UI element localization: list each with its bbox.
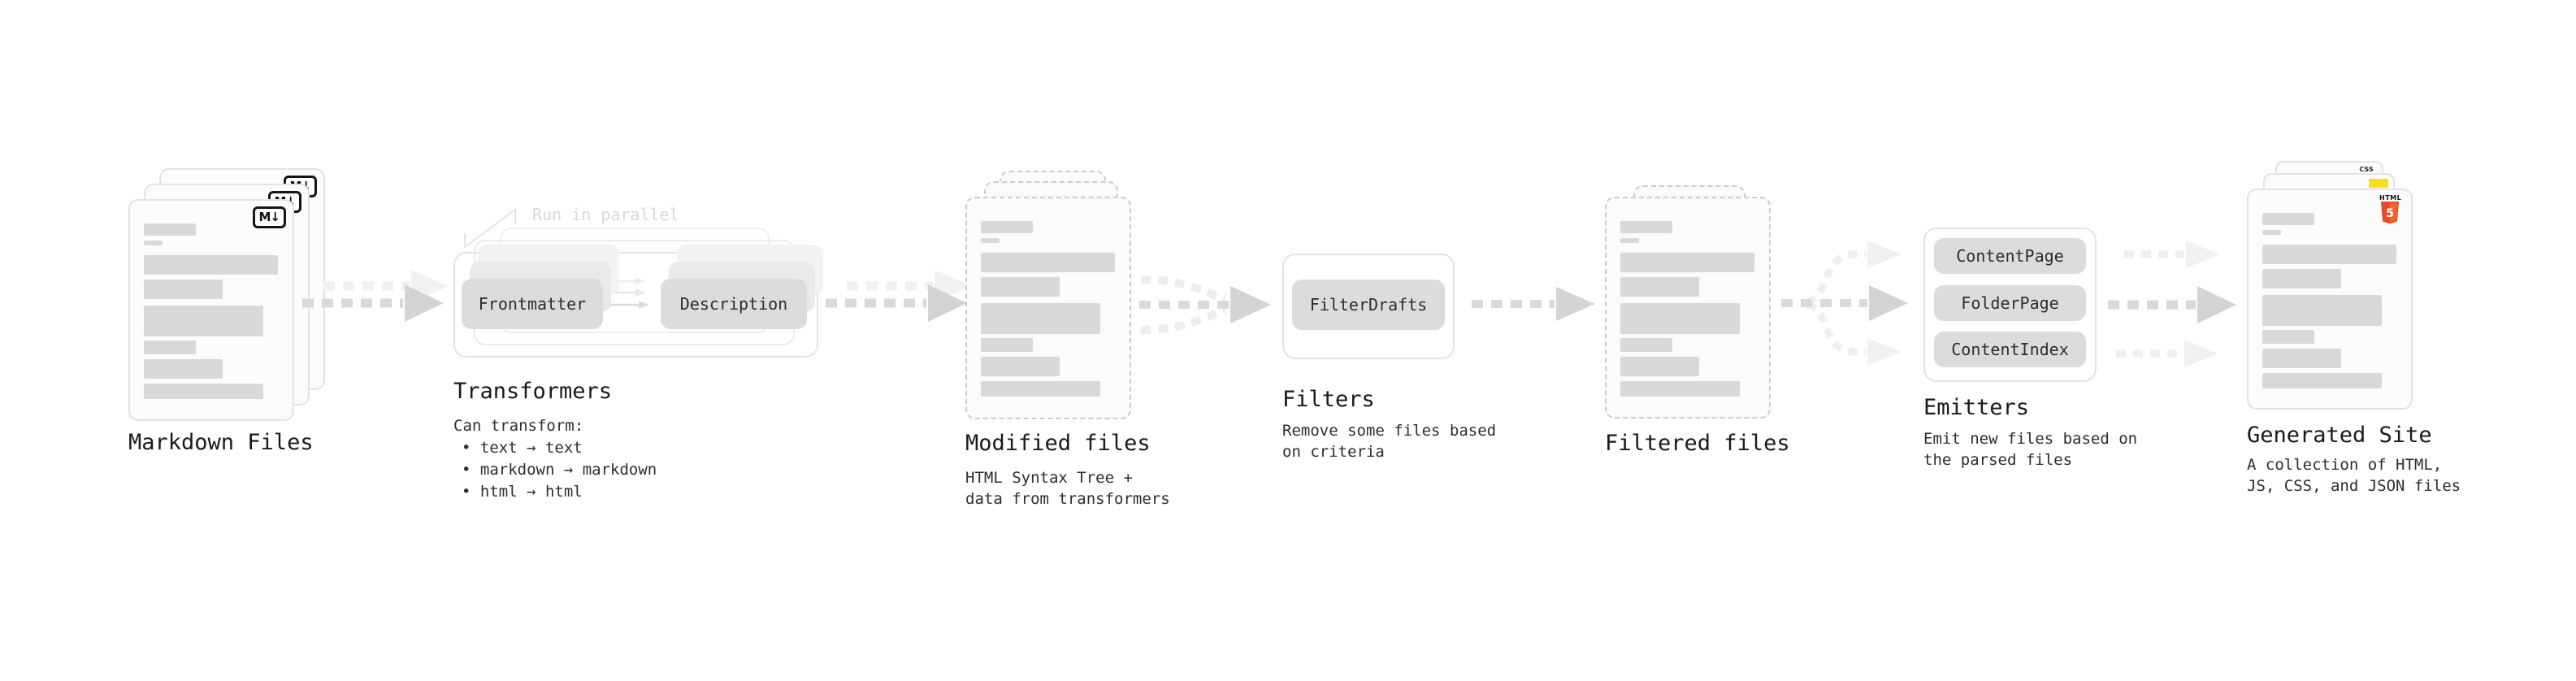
markdown-icon: M↓	[252, 206, 286, 228]
html5-icon: HTML 5	[2379, 194, 2402, 228]
filterdrafts-chip: FilterDrafts	[1292, 280, 1445, 330]
emitters-box	[1923, 228, 2097, 382]
modified-files-title: Modified files	[965, 431, 1151, 456]
css-icon-label: CSS	[2359, 166, 2374, 173]
markdown-file-card-front: M↓	[128, 199, 294, 421]
transform-bullet: • html → html	[462, 483, 583, 501]
document-text-placeholder	[1620, 221, 1754, 397]
transformers-box	[453, 252, 818, 358]
contentpage-chip: ContentPage	[1934, 238, 2086, 274]
generated-site-description: A collection of HTML, JS, CSS, and JSON …	[2247, 454, 2461, 497]
transform-bullet: • markdown → markdown	[462, 461, 657, 479]
transformers-description: Can transform: • text → text • markdown …	[453, 415, 657, 503]
flow-arrows-emitters-to-generated	[2108, 241, 2236, 367]
description-line: the parsed files	[1923, 451, 2073, 469]
flow-arrow-filters-to-filtered	[1472, 287, 1595, 321]
filters-title: Filters	[1282, 387, 1375, 412]
description-line: Remove some files based	[1282, 422, 1497, 440]
html5-icon-label: HTML	[2379, 194, 2402, 202]
transform-bullet: • text → text	[462, 439, 583, 457]
emitters-description: Emit new files based on the parsed files	[1923, 428, 2137, 471]
description-line: on criteria	[1282, 443, 1385, 461]
filtered-file-card-front	[1605, 197, 1771, 419]
flow-arrow-split-to-emitters	[1781, 241, 1908, 366]
contentindex-chip: ContentIndex	[1934, 332, 2086, 367]
flow-arrow-merge-to-filters	[1139, 275, 1271, 334]
document-text-placeholder	[981, 221, 1115, 397]
frontmatter-chip: Frontmatter	[462, 279, 603, 329]
description-chip: Description	[661, 279, 807, 329]
emitters-title: Emitters	[1923, 395, 2030, 420]
transformers-title: Transformers	[453, 379, 613, 404]
svg-text:5: 5	[2386, 207, 2394, 220]
modified-files-description: HTML Syntax Tree + data from transformer…	[965, 467, 1170, 510]
js-icon	[2369, 179, 2388, 188]
description-line: JS, CSS, and JSON files	[2247, 477, 2461, 495]
description-line: data from transformers	[965, 490, 1170, 508]
description-line: HTML Syntax Tree +	[965, 469, 1133, 487]
filtered-files-title: Filtered files	[1605, 431, 1790, 456]
modified-file-card-front	[965, 197, 1131, 419]
annotation-leader-line	[464, 208, 516, 249]
flow-arrow-transformers-to-modified	[826, 270, 972, 322]
run-in-parallel-label: Run in parallel	[532, 205, 679, 224]
filters-box	[1282, 254, 1455, 359]
document-text-placeholder	[144, 223, 278, 399]
flow-arrow-markdown-to-transformers	[302, 270, 449, 322]
filters-description: Remove some files based on criteria	[1282, 420, 1496, 462]
can-transform-heading: Can transform:	[453, 417, 584, 435]
generated-site-title: Generated Site	[2247, 423, 2432, 448]
generated-file-card-html: HTML 5	[2247, 189, 2413, 410]
markdown-files-label: Markdown Files	[128, 430, 314, 455]
document-text-placeholder	[2262, 213, 2396, 388]
folderpage-chip: FolderPage	[1934, 285, 2086, 321]
transform-mini-arrows	[610, 277, 649, 309]
description-line: A collection of HTML,	[2247, 456, 2443, 474]
html5-shield: 5	[2381, 202, 2399, 224]
description-line: Emit new files based on	[1923, 430, 2138, 448]
